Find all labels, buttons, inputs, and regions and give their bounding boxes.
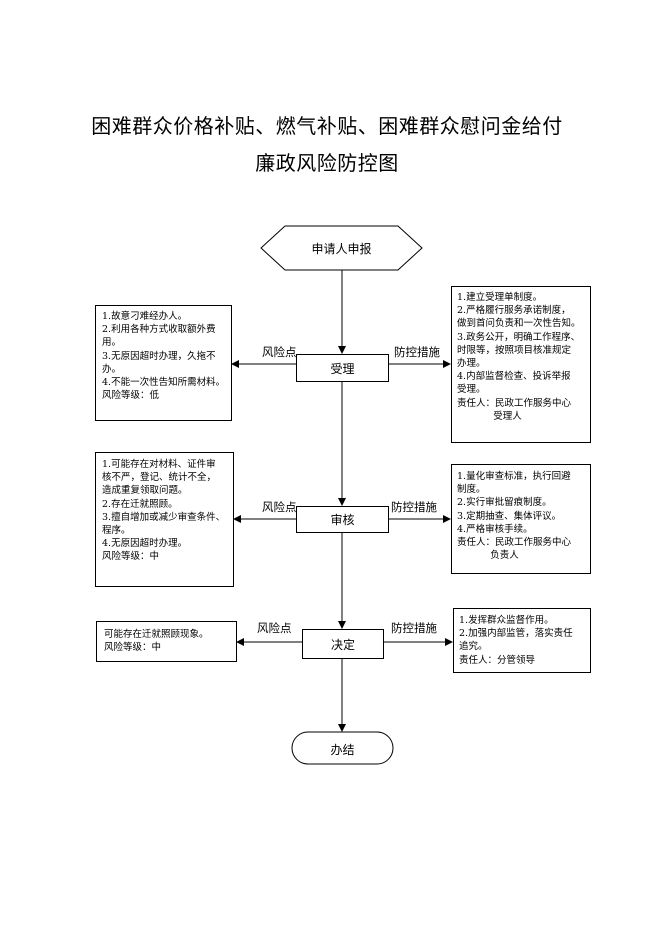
risk-line: 核不严，登记、统计不全， — [102, 472, 217, 484]
control-line: 受理。 — [457, 384, 486, 396]
control-line: 4.内部监督检查、投诉举报 — [457, 371, 571, 383]
risk-level: 风险等级：中 — [102, 551, 160, 563]
end-node-label: 办结 — [330, 743, 355, 757]
control-line: 2.实行审批留痕制度。 — [457, 497, 552, 509]
control-line: 3.政务公开，明确工作程序、 — [457, 331, 581, 343]
control-line: 制度。 — [457, 484, 486, 496]
step-accept-node: 受理 — [296, 354, 389, 382]
control-line: 时限等，按照项目核准规定 — [457, 344, 572, 356]
review-risk-label: 风险点 — [262, 500, 297, 514]
risk-line: 4.无原因超时办理。 — [102, 538, 188, 550]
review-control-box: 1.量化审查标准，执行回避 制度。 2.实行审批留痕制度。 3.定期抽查、集体评… — [451, 464, 591, 574]
control-line: 做到首问负责和一次性告知。 — [457, 318, 581, 330]
accept-control-box: 1.建立受理单制度。 2.严格履行服务承诺制度， 做到首问负责和一次性告知。 3… — [451, 286, 591, 443]
risk-line: 2.存在迁就照顾。 — [102, 498, 178, 510]
risk-line: 程序。 — [102, 525, 131, 537]
risk-level: 风险等级：中 — [104, 642, 162, 654]
risk-line: 办。 — [102, 363, 122, 375]
step-review-node: 审核 — [296, 506, 389, 533]
risk-line: 可能存在迁就照顾现象。 — [104, 629, 209, 640]
page-title: 困难群众价格补贴、燃气补贴、困难群众慰问金给付 — [91, 114, 563, 138]
page-subtitle: 廉政风险防控图 — [255, 151, 399, 175]
responsible-person: 责任人：民政工作服务中心 — [457, 537, 572, 549]
risk-line: 1.可能存在对材料、证件审 — [102, 459, 216, 470]
control-line: 1.发挥群众监督作用。 — [459, 615, 554, 626]
end-terminal — [291, 731, 394, 765]
risk-line: 3.无原因超时办理，久拖不 — [102, 350, 216, 362]
decide-risk-box: 可能存在迁就照顾现象。 风险等级：中 — [96, 621, 237, 662]
control-line: 4.严格审核手续。 — [457, 523, 533, 535]
decide-control-box: 1.发挥群众监督作用。 2.加强内部监管，落实责任 追究。 责任人：分管领导 — [453, 608, 591, 673]
start-node-label: 申请人申报 — [311, 242, 372, 256]
accept-control-label: 防控措施 — [394, 345, 440, 359]
responsible-person: 受理人 — [457, 410, 522, 422]
decide-risk-label: 风险点 — [257, 621, 292, 635]
risk-line: 2.利用各种方式收取额外费 — [102, 324, 216, 336]
responsible-person: 负责人 — [457, 550, 519, 562]
control-line: 1.建立受理单制度。 — [457, 292, 543, 303]
control-line: 1.量化审查标准，执行回避 — [457, 471, 571, 482]
review-control-label: 防控措施 — [391, 500, 437, 514]
risk-level: 风险等级：低 — [102, 390, 160, 402]
risk-line: 4.不能一次性告知所需材料。 — [102, 377, 226, 389]
review-risk-box: 1.可能存在对材料、证件审 核不严，登记、统计不全， 造成重复领取问题。 2.存… — [95, 452, 234, 587]
risk-line: 3.擅自增加或减少审查条件、 — [102, 511, 226, 523]
step-decide-node: 决定 — [302, 629, 384, 659]
control-line: 3.定期抽查、集体评议。 — [457, 510, 562, 522]
control-line: 追究。 — [459, 641, 488, 653]
responsible-person: 责任人：分管领导 — [459, 654, 536, 666]
accept-risk-label: 风险点 — [262, 345, 297, 359]
accept-risk-box: 1.故意刁难经办人。 2.利用各种方式收取额外费 用。 3.无原因超时办理，久拖… — [95, 305, 232, 421]
control-line: 办理。 — [457, 358, 486, 370]
decide-control-label: 防控措施 — [391, 621, 437, 635]
risk-line: 用。 — [102, 337, 122, 349]
responsible-person: 责任人：民政工作服务中心 — [457, 397, 572, 409]
risk-line: 1.故意刁难经办人。 — [102, 311, 188, 322]
control-line: 2.加强内部监管，落实责任 — [459, 628, 573, 640]
start-hexagon — [260, 225, 423, 271]
control-line: 2.严格履行服务承诺制度， — [457, 305, 571, 317]
risk-line: 造成重复领取问题。 — [102, 485, 188, 497]
